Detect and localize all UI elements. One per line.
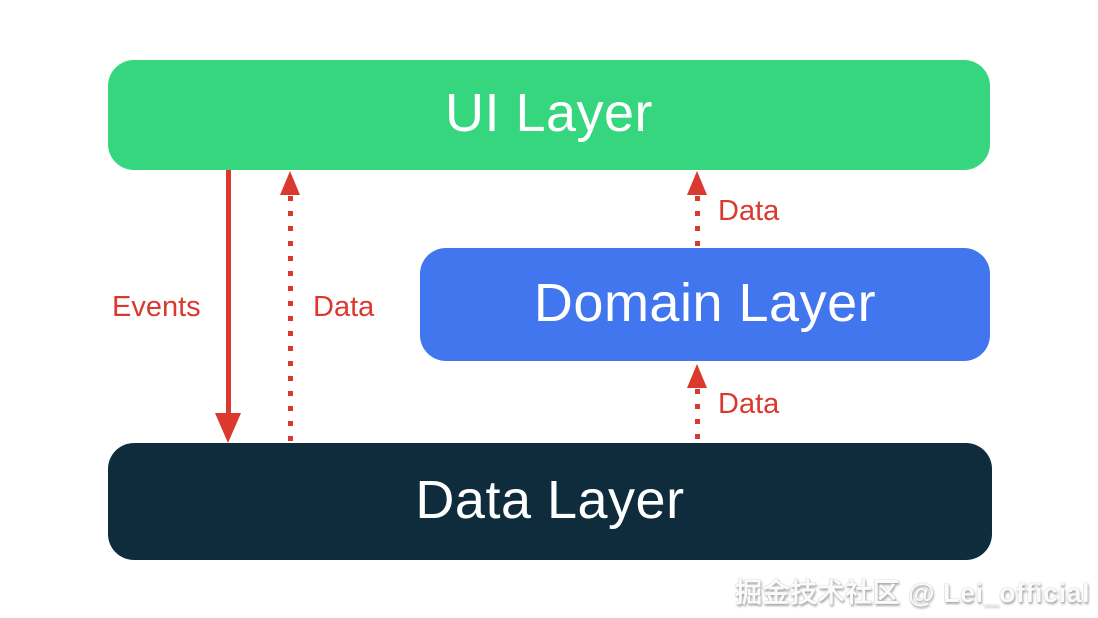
data-arrow-dotted-line xyxy=(695,389,700,443)
data-arrow-up-icon xyxy=(687,364,707,388)
layer-box-domain: Domain Layer xyxy=(420,248,990,361)
data-arrow-dotted-line xyxy=(288,196,293,443)
layer-box-ui: UI Layer xyxy=(108,60,990,170)
watermark: 掘金技术社区 @ Lei_official xyxy=(735,578,1090,608)
data-arrow-label: Data xyxy=(313,291,375,323)
data-arrow-up-icon xyxy=(687,171,707,195)
data-arrow-up-icon xyxy=(280,171,300,195)
data-layer-label: Data Layer xyxy=(415,469,685,530)
domain-layer-label: Domain Layer xyxy=(533,272,877,333)
data-arrow-label: Data xyxy=(718,195,780,227)
data-arrow-dotted-line xyxy=(695,196,700,248)
events-arrow-line xyxy=(226,170,231,415)
layer-box-data: Data Layer xyxy=(108,443,992,560)
ui-layer-label: UI Layer xyxy=(444,83,654,143)
events-arrow-down-icon xyxy=(215,413,241,443)
data-arrow-label: Data xyxy=(718,388,780,420)
events-arrow-label: Events xyxy=(112,291,201,323)
